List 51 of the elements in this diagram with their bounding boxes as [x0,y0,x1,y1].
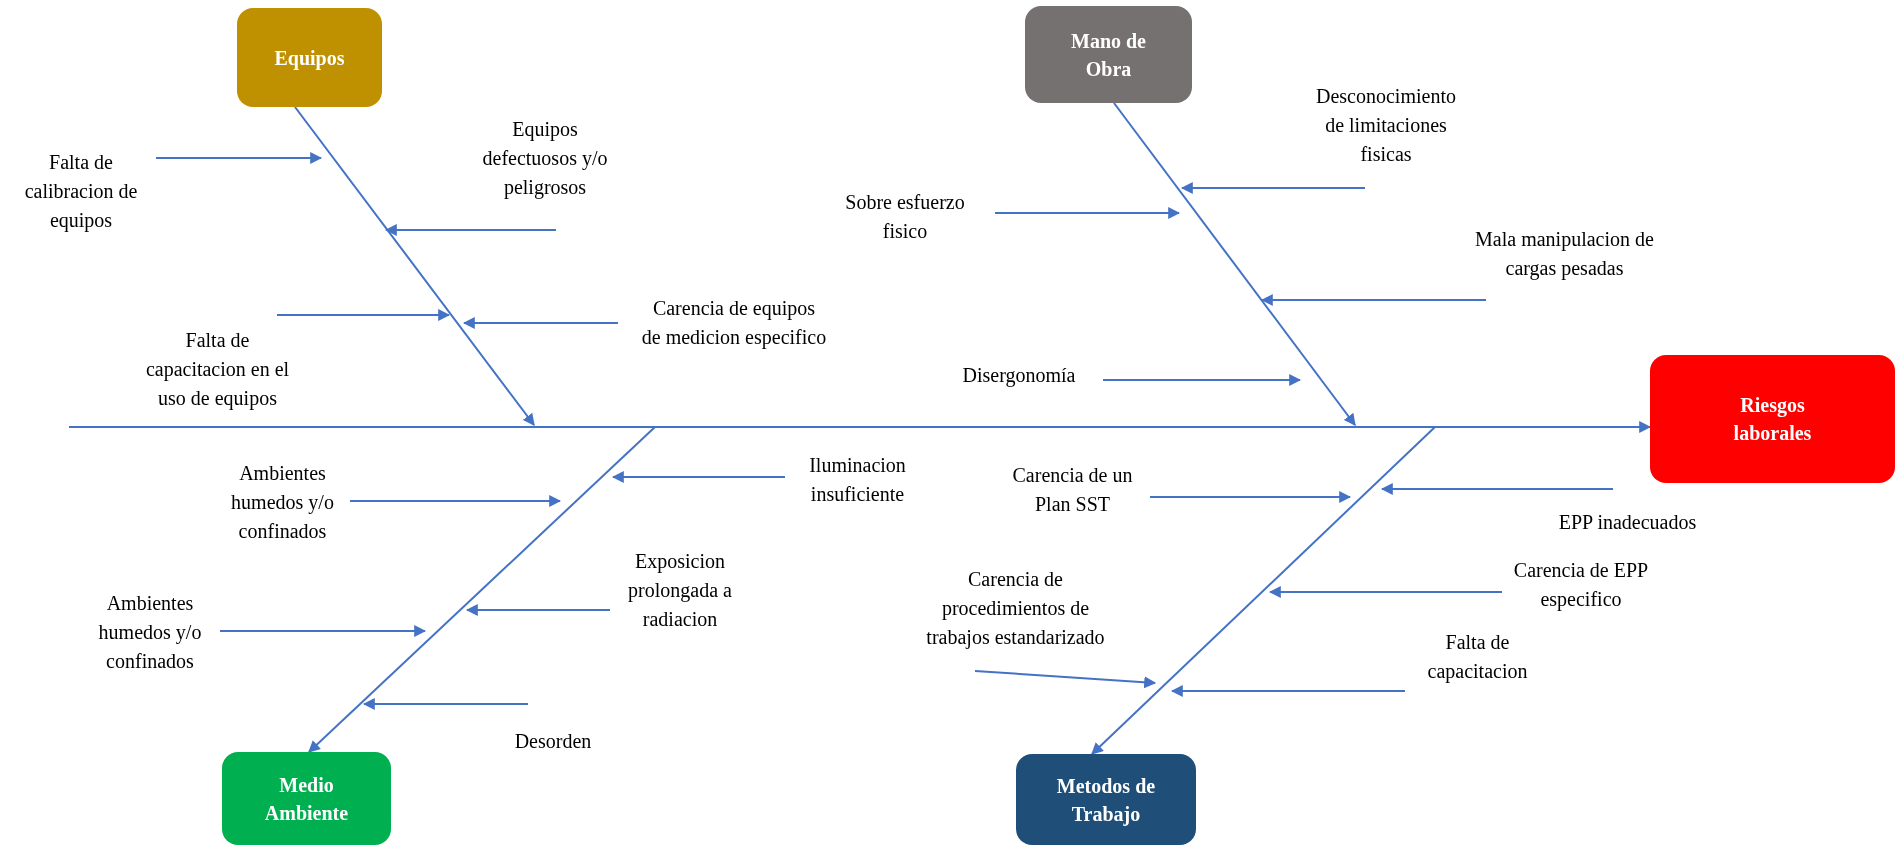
category-box [1016,754,1196,845]
cause-arrow [611,471,786,483]
bone-arrow [308,426,656,753]
cause-label: Carencia de procedimientos de trabajos estandarizado [925,567,1106,651]
cause-label: Iluminacion insuficiente [808,453,907,507]
cause-arrow [1260,294,1487,306]
cause-arrow [155,152,323,164]
category-label: Medio Ambiente [263,772,350,826]
category-label: Mano de Obra [1070,28,1147,82]
cause-label: Carencia de EPP especifico [1512,558,1650,613]
category-label: Metodos de Trabajo [1055,773,1157,828]
category-box [222,752,391,845]
category-box [237,8,382,107]
category-label: Riesgos laborales [1732,393,1813,446]
bone-arrow [1113,102,1356,426]
cause-arrow [1380,483,1614,495]
category-label: Equipos [274,45,345,72]
cause-arrow [1149,491,1352,503]
cause-arrow [465,604,611,616]
bone-arrow [294,106,535,426]
cause-arrow [1170,685,1406,697]
spine-arrow [68,421,1652,433]
cause-arrow [219,625,427,637]
cause-label: Ambientes humedos y/o confinados [230,461,335,544]
cause-label: EPP inadecuados [1558,510,1697,535]
cause-arrow [276,309,451,321]
cause-label: Disergonomía [962,362,1076,389]
cause-arrow [1180,182,1366,194]
cause-label: Falta de capacitacion [1426,630,1529,685]
bone-arrow [1091,426,1436,755]
cause-arrow [349,495,562,507]
cause-arrow [1268,586,1503,598]
cause-label: Ambientes humedos y/o confinados [97,591,203,674]
cause-label: Carencia de equipos de medicion especifico [641,296,827,351]
cause-label: Falta de calibracion de equipos [23,150,139,234]
cause-arrow [384,224,557,236]
cause-label: Equipos defectuosos y/o peligrosos [481,117,609,201]
cause-arrow [1102,374,1302,386]
cause-label: Exposicion prolongada a radiacion [627,548,733,632]
cause-label: Mala manipulacion de cargas pesadas [1474,227,1655,282]
cause-arrow [994,207,1181,219]
cause-arrow [462,317,619,329]
cause-label: Carencia de un Plan SST [1011,463,1134,517]
cause-arrow [362,698,529,710]
cause-label: Sobre esfuerzo fisico [844,190,966,244]
cause-label: Falta de capacitacion en el uso de equipos [144,328,291,412]
cause-label: Desorden [514,729,592,754]
effect-box [1650,355,1895,483]
cause-arrow [974,670,1157,689]
cause-label: Desconocimiento de limitaciones fisicas [1315,84,1457,167]
category-box [1025,6,1192,103]
